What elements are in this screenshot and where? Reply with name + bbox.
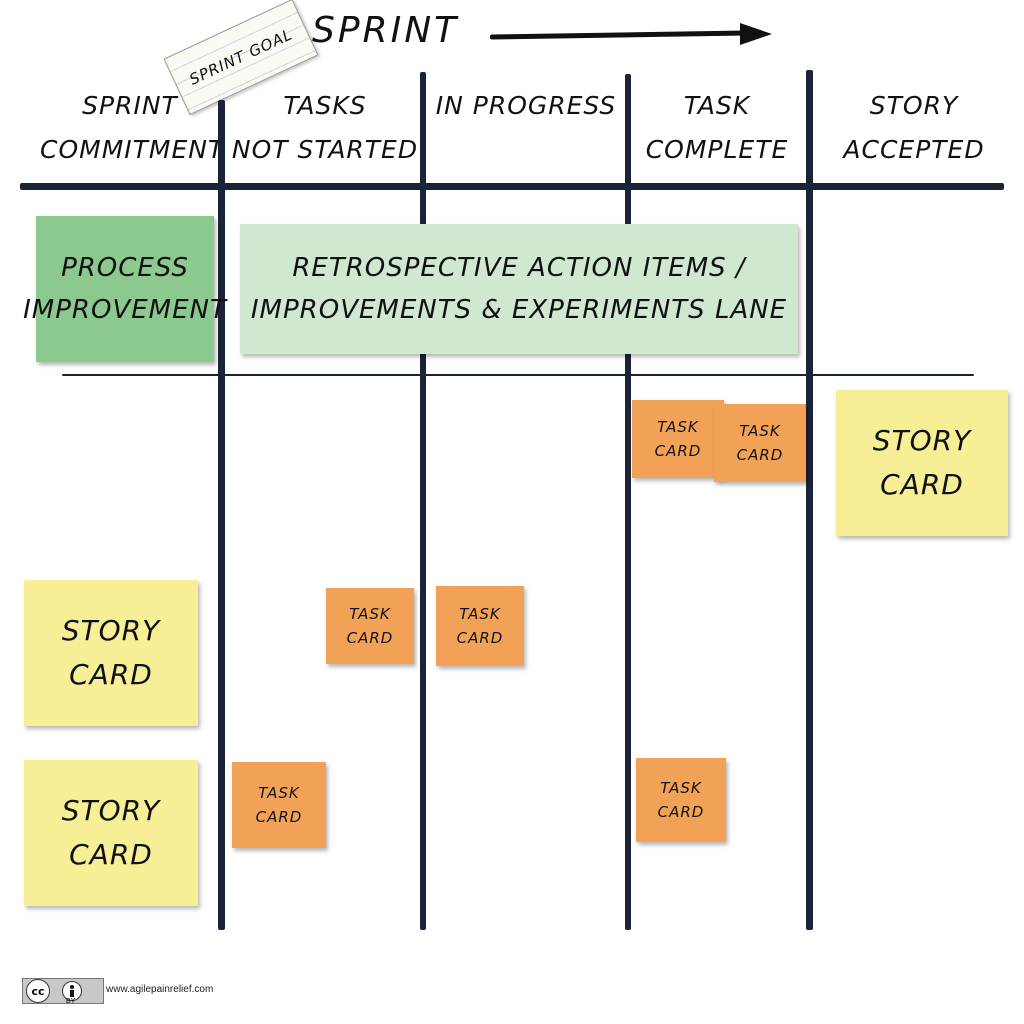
card-line1: TASK	[657, 418, 699, 436]
column-header-sprint-commitment: SPRINT COMMITMENT	[40, 84, 225, 172]
card-line1: TASK	[258, 784, 300, 802]
column-header-in-progress: IN PROGRESS	[428, 84, 624, 128]
task-card[interactable]: TASK CARD	[436, 586, 524, 666]
column-header-tasks-not-started: TASKS NOT STARTED	[230, 84, 420, 172]
task-card[interactable]: TASK CARD	[632, 400, 724, 478]
column-header-line1: SPRINT	[82, 91, 178, 120]
card-line2: CARD	[880, 468, 964, 501]
attribution-icon	[62, 981, 82, 1001]
column-header-line2: ACCEPTED	[843, 135, 985, 164]
card-line2: CARD	[456, 629, 504, 647]
retrospective-lane-card[interactable]: RETROSPECTIVE ACTION ITEMS / IMPROVEMENT…	[240, 224, 798, 354]
cc-icon: cc	[26, 979, 50, 1003]
card-line2: CARD	[736, 446, 784, 464]
sprint-title: SPRINT	[312, 10, 460, 51]
card-line1: TASK	[459, 605, 501, 623]
column-divider-4	[806, 70, 813, 930]
lane-divider-line	[62, 374, 974, 376]
task-card[interactable]: TASK CARD	[636, 758, 726, 842]
card-line2: CARD	[654, 442, 702, 460]
card-line1: TASK	[660, 779, 702, 797]
card-line1: STORY	[61, 794, 161, 827]
card-line1: TASK	[349, 605, 391, 623]
task-card[interactable]: TASK CARD	[232, 762, 326, 848]
story-card[interactable]: STORY CARD	[24, 760, 198, 906]
column-header-story-accepted: STORY ACCEPTED	[814, 84, 1014, 172]
by-label: BY	[66, 997, 76, 1005]
process-improvement-card[interactable]: PROCESS IMPROVEMENT	[23, 216, 226, 362]
card-line2: CARD	[255, 808, 303, 826]
card-line2: IMPROVEMENT	[23, 295, 227, 325]
task-card[interactable]: TASK CARD	[714, 404, 806, 482]
column-header-line2: COMPLETE	[645, 135, 789, 164]
column-header-line1: IN PROGRESS	[435, 91, 617, 120]
creative-commons-badge[interactable]: cc BY	[22, 978, 104, 1005]
card-line1: PROCESS	[61, 253, 189, 283]
card-line1: STORY	[872, 424, 972, 457]
card-line1: RETROSPECTIVE ACTION ITEMS /	[292, 253, 746, 283]
website-link[interactable]: www.agilepainrelief.com	[106, 984, 214, 995]
story-card[interactable]: STORY CARD	[836, 390, 1008, 536]
column-header-line2: COMMITMENT	[40, 135, 225, 164]
story-card[interactable]: STORY CARD	[24, 580, 198, 726]
card-line1: TASK	[739, 422, 781, 440]
card-line1: STORY	[61, 614, 161, 647]
column-header-line1: TASK	[683, 91, 751, 120]
column-header-line1: TASKS	[283, 91, 367, 120]
header-divider-line	[20, 183, 1004, 190]
card-line2: CARD	[69, 838, 153, 871]
column-header-line2: NOT STARTED	[231, 135, 419, 164]
column-divider-1	[218, 100, 225, 930]
sprint-arrow-icon	[490, 23, 772, 45]
sprint-goal-label: SPRINT GOAL	[186, 25, 296, 89]
task-card[interactable]: TASK CARD	[326, 588, 414, 664]
card-line2: IMPROVEMENTS & EXPERIMENTS LANE	[250, 295, 788, 325]
column-divider-3	[625, 74, 631, 930]
column-divider-2	[420, 72, 426, 930]
card-line2: CARD	[657, 803, 705, 821]
card-line2: CARD	[346, 629, 394, 647]
card-line2: CARD	[69, 658, 153, 691]
column-header-task-complete: TASK COMPLETE	[632, 84, 802, 172]
column-header-line1: STORY	[869, 91, 959, 120]
